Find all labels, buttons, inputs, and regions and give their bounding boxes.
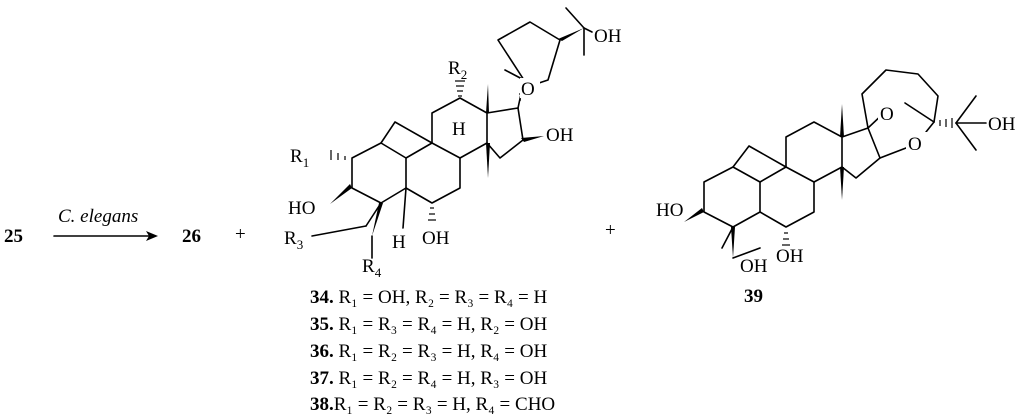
oh-c6-39-label: OH	[776, 246, 804, 267]
legend-line-35: 35. R₁ = R₃ = R₄ = H, R₂ = OH	[310, 314, 547, 335]
plus-sign-1: +	[235, 224, 246, 245]
legend-line-38: 38.R₁ = R₂ = R₃ = H, R₄ = CHO	[310, 394, 555, 415]
legend-line-36: 36. R₁ = R₂ = R₃ = H, R₄ = OH	[310, 341, 547, 362]
oxygen-ring-label: O	[908, 134, 922, 155]
oh-isopropanol-label: OH	[988, 114, 1016, 135]
h-c8-label: H	[452, 119, 466, 140]
oh-c6-label: OH	[422, 228, 450, 249]
ho-c3-label: HO	[288, 198, 315, 219]
r3-label: R3	[284, 228, 303, 252]
reaction-arrow	[53, 231, 158, 241]
r4-label: R4	[362, 256, 382, 280]
h-c5-label: H	[392, 232, 406, 253]
methyl-wedge-c14	[486, 143, 490, 178]
oxygen-thf-label: O	[521, 79, 535, 100]
reagent-label: C. elegans	[58, 206, 138, 227]
r1-label: R1	[290, 146, 309, 170]
compound-legend: 34. R₁ = OH, R₂ = R₃ = R₄ = H 35. R₁ = R…	[310, 287, 555, 415]
structure-39: O O OH HO OH OH	[656, 69, 1016, 277]
oh-ch2-label: OH	[740, 256, 768, 277]
methyl-wedge-c13	[486, 84, 489, 113]
oh-side-chain-label: OH	[594, 26, 622, 47]
ho-c3-39-label: HO	[656, 200, 683, 221]
legend-line-37: 37. R₁ = R₂ = R₄ = H, R₃ = OH	[310, 368, 547, 389]
r2-label: R2	[448, 58, 467, 82]
product-main-label: 26	[182, 226, 201, 247]
legend-line-34: 34. R₁ = OH, R₂ = R₃ = R₄ = H	[310, 287, 547, 308]
starting-material-label: 25	[4, 226, 23, 247]
plus-sign-2: +	[605, 220, 616, 241]
r2-hashed-bond	[455, 80, 465, 97]
oxygen-bridge-label: O	[880, 104, 894, 125]
compound-39-label: 39	[744, 286, 763, 307]
structure-34-38: R2 H O OH OH R1 H	[284, 7, 622, 280]
oh-c16-label: OH	[546, 125, 574, 146]
